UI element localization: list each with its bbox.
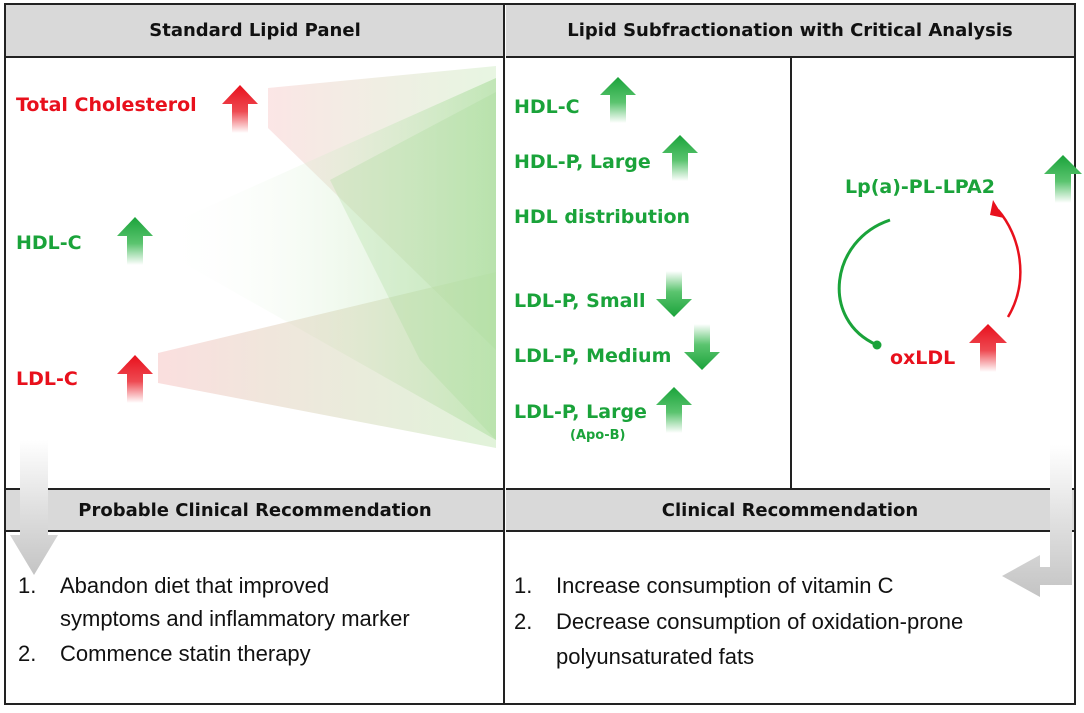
analysis-divider bbox=[790, 58, 792, 488]
list-item-text: symptoms and inflammatory marker bbox=[60, 606, 410, 631]
label-ldl-p-medium: LDL-P, Medium bbox=[514, 345, 672, 367]
arrow-down-icon bbox=[656, 271, 692, 317]
label-hdl-p-large: HDL-P, Large bbox=[514, 151, 651, 173]
label-ldl-p-small: LDL-P, Small bbox=[514, 290, 646, 312]
flow-arrow-left bbox=[10, 440, 58, 575]
list-item-text: Decrease consumption of oxidation-prone bbox=[556, 609, 964, 634]
red-activation-arc bbox=[997, 209, 1022, 318]
header-probable-recommendation: Probable Clinical Recommendation bbox=[6, 488, 504, 532]
flow-arrow-right bbox=[1002, 445, 1072, 597]
list-number: 2. bbox=[18, 641, 37, 666]
list-item-text: polyunsaturated fats bbox=[556, 644, 755, 669]
label-hdl-c-standard: HDL-C bbox=[16, 232, 82, 254]
probable-recommendation-list: 1. Abandon diet that improved symptoms a… bbox=[18, 570, 498, 700]
arrow-up-icon bbox=[662, 135, 698, 181]
label-ldl-p-large: LDL-P, Large bbox=[514, 401, 647, 423]
arrow-up-icon bbox=[117, 355, 153, 403]
clinical-recommendation-list: 1. Increase consumption of vitamin C 2. … bbox=[514, 570, 1054, 700]
header-lipid-subfractionation: Lipid Subfractionation with Critical Ana… bbox=[506, 5, 1074, 58]
arrow-up-icon bbox=[1044, 155, 1082, 203]
arrow-down-icon bbox=[684, 324, 720, 370]
header-standard-lipid-panel: Standard Lipid Panel bbox=[6, 5, 504, 58]
label-hdl-c-sub: HDL-C bbox=[514, 96, 580, 118]
list-item-text: Commence statin therapy bbox=[60, 641, 311, 666]
ldl-beam bbox=[158, 272, 496, 448]
list-number: 2. bbox=[514, 609, 533, 634]
label-apo-b: (Apo-B) bbox=[570, 428, 626, 443]
list-item-text: Abandon diet that improved bbox=[60, 573, 330, 598]
label-hdl-distribution: HDL distribution bbox=[514, 206, 691, 228]
arrow-up-icon bbox=[656, 387, 692, 433]
list-number: 1. bbox=[514, 573, 533, 598]
arrow-up-icon bbox=[222, 85, 258, 133]
arrow-up-icon bbox=[969, 324, 1007, 372]
figure-frame bbox=[4, 3, 1076, 705]
arrow-up-icon bbox=[600, 77, 636, 123]
label-oxldl: oxLDL bbox=[890, 347, 956, 369]
list-number: 1. bbox=[18, 573, 37, 598]
beam-overlap bbox=[330, 92, 496, 440]
label-lpa-pl-lpa2: Lp(a)-PL-LPA2 bbox=[845, 176, 995, 198]
header-clinical-recommendation: Clinical Recommendation bbox=[506, 488, 1074, 532]
label-total-cholesterol: Total Cholesterol bbox=[16, 94, 197, 116]
list-item-text: Increase consumption of vitamin C bbox=[556, 573, 894, 598]
green-inhibition-end bbox=[872, 340, 882, 350]
label-ldl-c-standard: LDL-C bbox=[16, 368, 78, 390]
cycle-arrows bbox=[837, 200, 1022, 350]
green-inhibition-arc bbox=[837, 218, 891, 347]
arrow-up-icon bbox=[117, 217, 153, 265]
red-arrowhead-icon bbox=[990, 200, 1004, 218]
center-divider bbox=[503, 5, 505, 703]
